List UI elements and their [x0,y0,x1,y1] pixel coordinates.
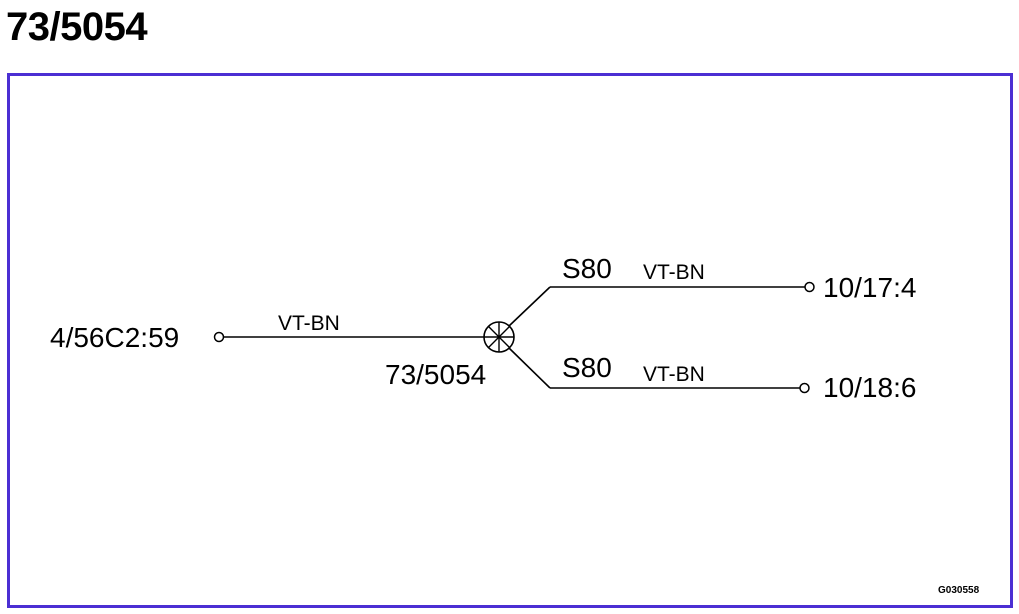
branch-1-target-label: 10/17:4 [823,272,916,303]
branch-2-wire-color-label: VT-BN [643,363,705,386]
splice-id-label: 73/5054 [385,359,486,390]
branch-2-target-label: 10/18:6 [823,372,916,403]
branch-1-diagonal [508,286,551,327]
branch-2-splice-label: S80 [562,352,612,383]
source-terminal [213,331,225,343]
branch-1-splice-label: S80 [562,253,612,284]
source-connector-label: 4/56C2:59 [50,322,179,353]
branch-1-wire-color-label: VT-BN [643,261,705,284]
source-wire-color-label: VT-BN [278,312,340,335]
figure-code: G030558 [938,585,980,596]
branch-1-terminal [804,281,815,293]
splice-icon [483,321,515,353]
page-title: 73/5054 [6,5,148,49]
branch-2-terminal [799,382,810,394]
branch-2-diagonal [508,347,551,389]
